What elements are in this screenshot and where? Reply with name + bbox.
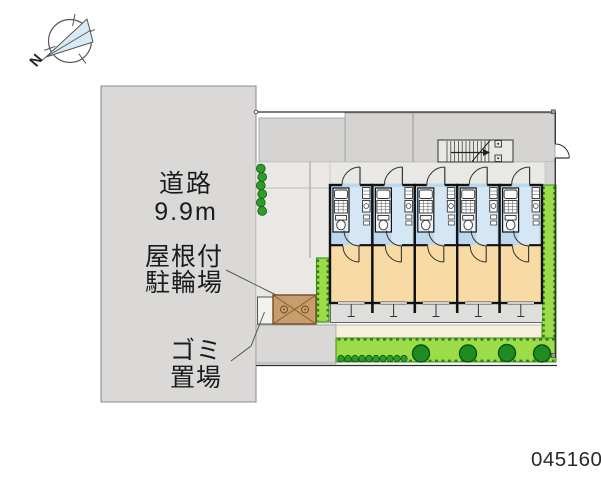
compass-north-label: N [26,51,46,70]
unit [328,165,374,306]
shrub-row [337,354,408,363]
bike-label-line1: 屋根付 [144,243,223,271]
unit [413,165,459,306]
garbage-label-line1: ゴミ [169,337,222,365]
garbage-area-box [257,296,274,325]
apartment-units [328,165,544,306]
apron-area [255,324,337,364]
balcony [330,303,542,323]
bicycle-shed [272,294,317,325]
staircase [437,139,514,163]
north-compass-icon: N [26,13,96,70]
side-gate [555,143,570,159]
road-label-line1: 道路 [158,170,213,198]
garbage-area-label: ゴミ 置場 [157,338,235,392]
unit [455,165,502,306]
leader-lines [225,269,277,362]
unit [370,165,417,306]
road-label: 道路 9.9m [134,170,238,226]
unit [498,165,544,306]
road-width-value: 9.9m [154,198,218,226]
bush-column [255,163,268,216]
bike-label-line2: 駐輪場 [144,269,223,297]
garbage-label-line2: 置場 [169,364,222,392]
garden-bushes [411,343,552,363]
site-boundary [253,109,557,367]
planting-strip [315,257,330,323]
path-strip [335,324,546,339]
plan-code: 045160 [531,448,601,471]
covered-bicycle-parking-label: 屋根付 駐輪場 [137,244,231,296]
road-area [100,85,257,403]
